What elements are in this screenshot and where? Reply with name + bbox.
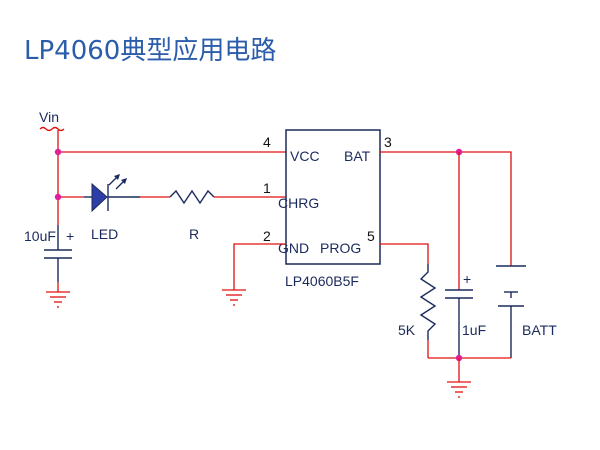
vin-label: Vin: [39, 109, 59, 125]
pin-number-bat: 3: [384, 134, 392, 150]
battery-icon: [496, 265, 526, 358]
resistor-r: [169, 189, 215, 205]
pin-name-gnd: GND: [278, 240, 309, 256]
resistor-r-label: R: [189, 226, 199, 242]
pin-name-chrg: CHRG: [278, 195, 319, 211]
gnd-pin-wire: [233, 243, 286, 290]
vin-terminal: [39, 126, 65, 132]
pin-name-vcc: VCC: [290, 148, 320, 164]
ground-symbol-right: [447, 358, 471, 398]
ground-symbol-left: [46, 282, 70, 308]
cap-out-label: 1uF: [462, 322, 486, 338]
pin-name-bat: BAT: [344, 148, 371, 164]
ic-part-label: LP4060B5F: [285, 273, 359, 289]
pin-number-vcc: 4: [263, 134, 271, 150]
pin-number-gnd: 2: [263, 228, 271, 244]
ic-lp4060b5f: [285, 129, 381, 265]
ground-symbol-ic: [222, 289, 246, 306]
pin-number-prog: 5: [367, 228, 375, 244]
resistor-5k-label: 5K: [398, 322, 416, 338]
pin-name-prog: PROG: [320, 240, 361, 256]
cap-out-polarity: +: [463, 271, 471, 287]
led-icon: [84, 174, 140, 213]
battery-label: BATT: [522, 322, 557, 338]
prog-wire: [380, 243, 429, 264]
junction-led: [54, 193, 62, 201]
pin-number-chrg: 1: [263, 180, 271, 196]
resistor-5k: [419, 264, 437, 340]
page-title: LP4060典型应用电路: [24, 36, 277, 66]
bat-wire: [380, 151, 512, 266]
led-label: LED: [91, 226, 118, 242]
junction-vcc: [54, 148, 62, 156]
cap-in-label: 10uF: [24, 228, 56, 244]
cap-in-polarity: +: [66, 228, 74, 244]
